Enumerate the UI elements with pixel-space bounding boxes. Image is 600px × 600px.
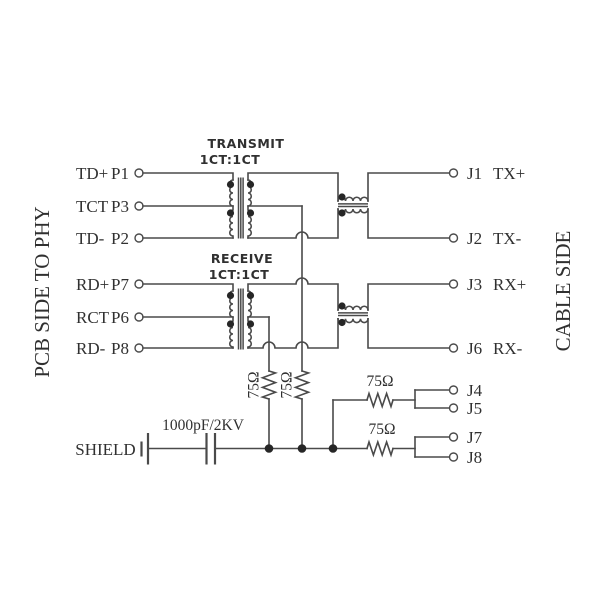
resistor-tx-ct-label: 75Ω (279, 371, 296, 398)
pin-name-j8: J8 (467, 448, 482, 467)
wire-rx-secondary-bottom-with-hops (247, 318, 339, 349)
right-pin-labels: J1 TX+ J2 TX- J3 RX+ J6 RX- J4 J5 J7 J8 (448, 164, 526, 467)
tx-secondary-winding (247, 179, 252, 239)
tx-choke-phase-dot-top (338, 193, 346, 201)
terminal-j5 (448, 403, 459, 413)
junction-rx-ct (264, 444, 274, 453)
receive-ratio: 1CT:1CT (209, 267, 270, 282)
tx-secondary-phase-dot-top (246, 180, 255, 189)
resistor-tx-ct (293, 370, 311, 400)
pin-name-p8: P8 (111, 339, 129, 358)
terminal-j2 (448, 233, 459, 243)
terminal-p7 (134, 279, 144, 289)
tx-transformer-core (237, 177, 244, 239)
pin-signal-tx-minus: TX- (493, 229, 522, 248)
pin-name-j3: J3 (467, 275, 482, 294)
shield-network: SHIELD 1000pF/2KV (75, 417, 368, 465)
wire-j2 (367, 208, 451, 239)
terminal-p6 (134, 312, 144, 322)
pin-signal-td-minus: TD- (76, 229, 105, 248)
tx-primary-winding (229, 179, 234, 239)
bob-smith-termination: 75Ω 75Ω (332, 373, 451, 458)
pin-signal-tct: TCT (76, 197, 109, 216)
rx-transformer-core (237, 288, 244, 350)
rx-secondary-winding (247, 290, 252, 349)
wire-tx-secondary-top (247, 172, 339, 202)
resistor-pair-45-label: 75Ω (366, 373, 393, 390)
left-pin-labels: TD+ P1 TCT P3 TD- P2 RD+ P7 RCT P6 RD- P… (76, 164, 144, 358)
tx-choke-core (338, 203, 368, 208)
pin-signal-rd-minus: RD- (76, 339, 106, 358)
terminal-j4 (448, 385, 459, 395)
tx-primary-phase-dot-bottom (226, 209, 235, 217)
tx-primary-phase-dot-top (226, 180, 235, 189)
receive-transformer (142, 283, 255, 350)
rx-choke-core (338, 312, 368, 317)
pin-signal-rx-minus: RX- (493, 339, 523, 358)
resistor-rx-ct (260, 370, 278, 400)
junction-tx-ct (297, 444, 307, 453)
resistor-pair-78 (366, 439, 394, 458)
shield-label: SHIELD (75, 440, 135, 459)
rx-secondary-phase-dot-bottom (246, 320, 255, 328)
terminal-p3 (134, 201, 144, 211)
rx-choke-phase-dot-top (338, 302, 346, 310)
terminal-j7 (448, 432, 459, 442)
transmit-title: TRANSMIT (208, 136, 285, 151)
tx-secondary-phase-dot-bottom (246, 209, 255, 217)
pin-name-j4: J4 (467, 381, 483, 400)
pin-name-j1: J1 (467, 164, 482, 183)
rx-primary-winding (229, 290, 234, 349)
junction-bob-smith (328, 444, 338, 453)
pin-name-j7: J7 (467, 428, 483, 447)
terminal-j3 (448, 279, 459, 289)
terminal-p1 (134, 168, 144, 178)
resistor-rx-ct-label: 75Ω (246, 371, 263, 398)
receive-title: RECEIVE (211, 251, 273, 266)
transmit-ratio: 1CT:1CT (200, 152, 261, 167)
cable-side-label: CABLE SIDE (551, 231, 575, 352)
tx-choke-phase-dot-bottom (338, 209, 346, 217)
pin-signal-td-plus: TD+ (76, 164, 108, 183)
resistor-pair-78-label: 75Ω (368, 421, 395, 438)
terminal-j6 (448, 343, 459, 353)
wire-tx-secondary-bottom-with-hop (247, 208, 339, 239)
pin-signal-tx-plus: TX+ (493, 164, 525, 183)
rx-choke-phase-dot-bottom (338, 318, 346, 327)
pin-name-p3: P3 (111, 197, 129, 216)
transmit-choke (247, 172, 451, 239)
pin-signal-rx-plus: RX+ (493, 275, 526, 294)
wire-j1 (367, 172, 451, 202)
pin-name-p7: P7 (111, 275, 129, 294)
pcb-side-label: PCB SIDE TO PHY (30, 206, 54, 377)
pin-name-j5: J5 (467, 399, 482, 418)
rx-primary-phase-dot-top (226, 291, 235, 300)
wire-rx-secondary-top-with-hop (247, 277, 339, 311)
terminal-p8 (134, 343, 144, 353)
pin-name-p2: P2 (111, 229, 129, 248)
rx-primary-phase-dot-bottom (226, 320, 235, 328)
pin-name-p1: P1 (111, 164, 129, 183)
receive-choke (247, 277, 451, 349)
capacitor-value-label: 1000pF/2KV (162, 417, 245, 434)
center-tap-resistors: 75Ω 75Ω (246, 205, 311, 450)
transmit-transformer (142, 172, 255, 239)
wire-rd-plus (142, 283, 234, 292)
wire-j6 (367, 318, 451, 349)
pin-name-j6: J6 (467, 339, 482, 358)
pin-name-p6: P6 (111, 308, 129, 327)
rx-secondary-phase-dot-top (246, 291, 255, 300)
wire-td-plus (142, 172, 234, 181)
terminal-j1 (448, 168, 459, 178)
pin-signal-rct: RCT (76, 308, 110, 327)
resistor-pair-45 (366, 390, 394, 410)
pin-name-j2: J2 (467, 229, 482, 248)
wire-j3 (367, 283, 451, 311)
terminal-j8 (448, 452, 459, 462)
pin-signal-rd-plus: RD+ (76, 275, 109, 294)
terminal-p2 (134, 233, 144, 243)
